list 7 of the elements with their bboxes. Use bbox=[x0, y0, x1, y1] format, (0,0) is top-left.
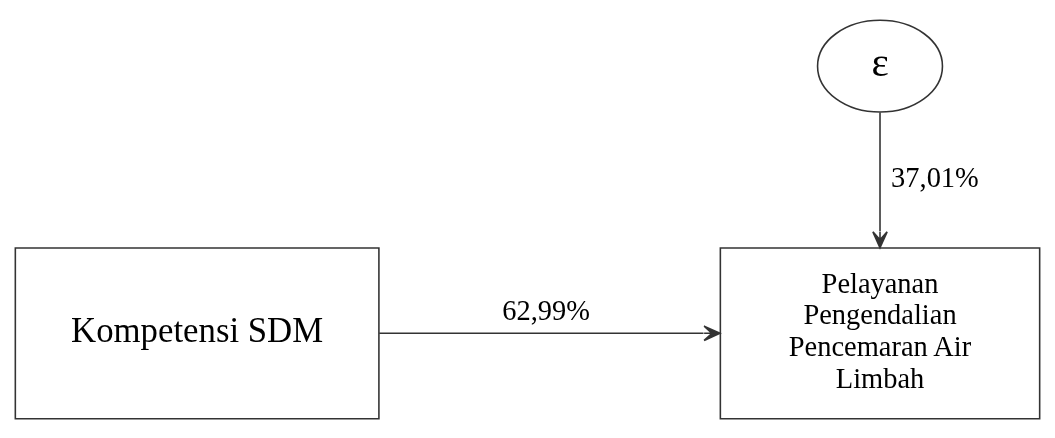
edge-label: 62,99% bbox=[502, 294, 590, 326]
edge-label: 37,01% bbox=[891, 161, 979, 193]
node-ellipse: ε bbox=[816, 19, 944, 113]
arrow bbox=[378, 324, 721, 341]
node-box: Kompetensi SDM bbox=[14, 246, 380, 419]
arrow bbox=[872, 111, 888, 248]
node-box: Pelayanan Pengendalian Pencemaran Air Limbah bbox=[719, 246, 1041, 419]
